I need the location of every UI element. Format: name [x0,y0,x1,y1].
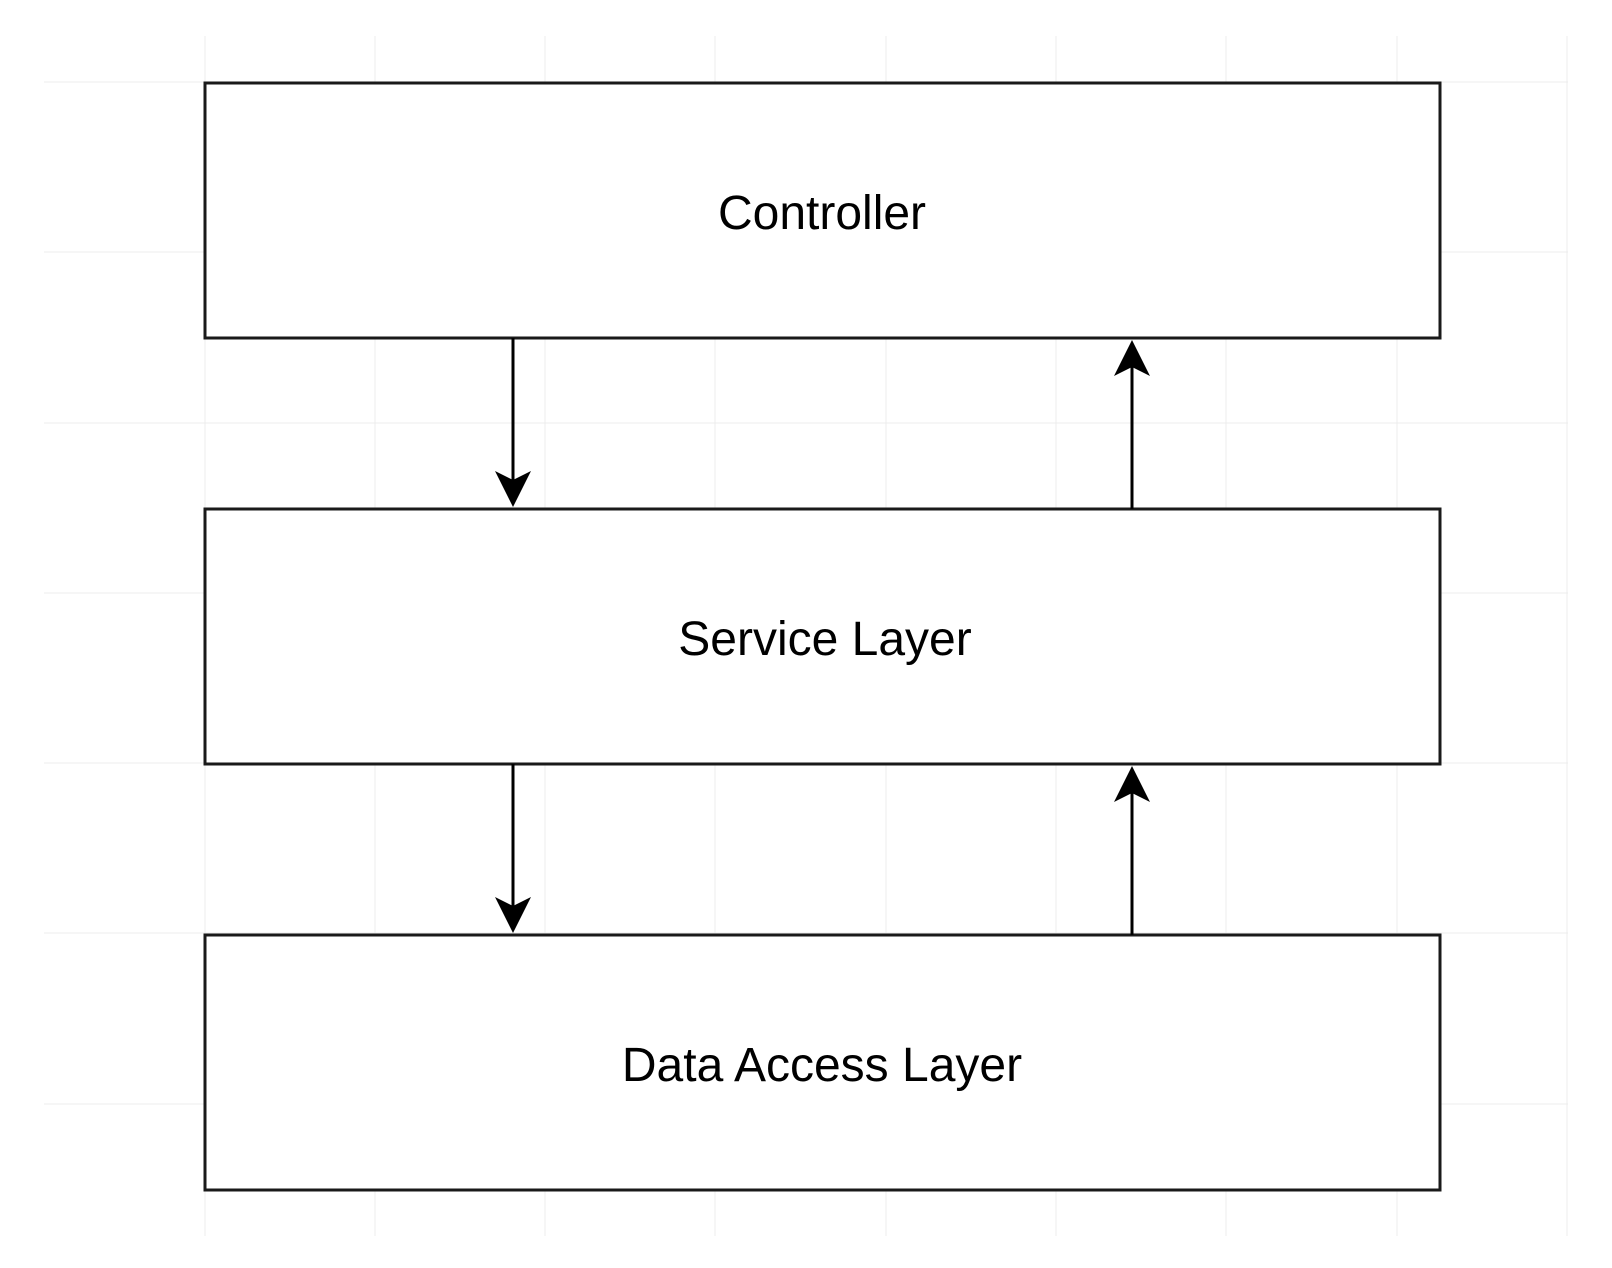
controller-label: Controller [718,187,926,240]
service-layer-label: Service Layer [678,613,971,666]
data-access-layer[interactable]: Data Access Layer [203,933,1442,1192]
arrow-service-to-data-access [495,764,531,933]
controller-layer[interactable]: Controller [203,81,1442,340]
arrow-down-icon [495,471,531,507]
arrow-data-access-to-service [1114,766,1150,935]
arrow-up-icon [1114,766,1150,802]
service-layer-box[interactable] [203,507,1442,766]
arrow-controller-to-service [495,338,531,507]
data-access-layer-label: Data Access Layer [622,1039,1022,1092]
data-access-layer-box[interactable] [203,933,1442,1192]
arrow-up-icon [1114,340,1150,376]
arrow-down-icon [495,897,531,933]
service-layer[interactable]: Service Layer [203,507,1442,766]
controller-box[interactable] [203,81,1442,340]
arrow-service-to-controller [1114,340,1150,509]
